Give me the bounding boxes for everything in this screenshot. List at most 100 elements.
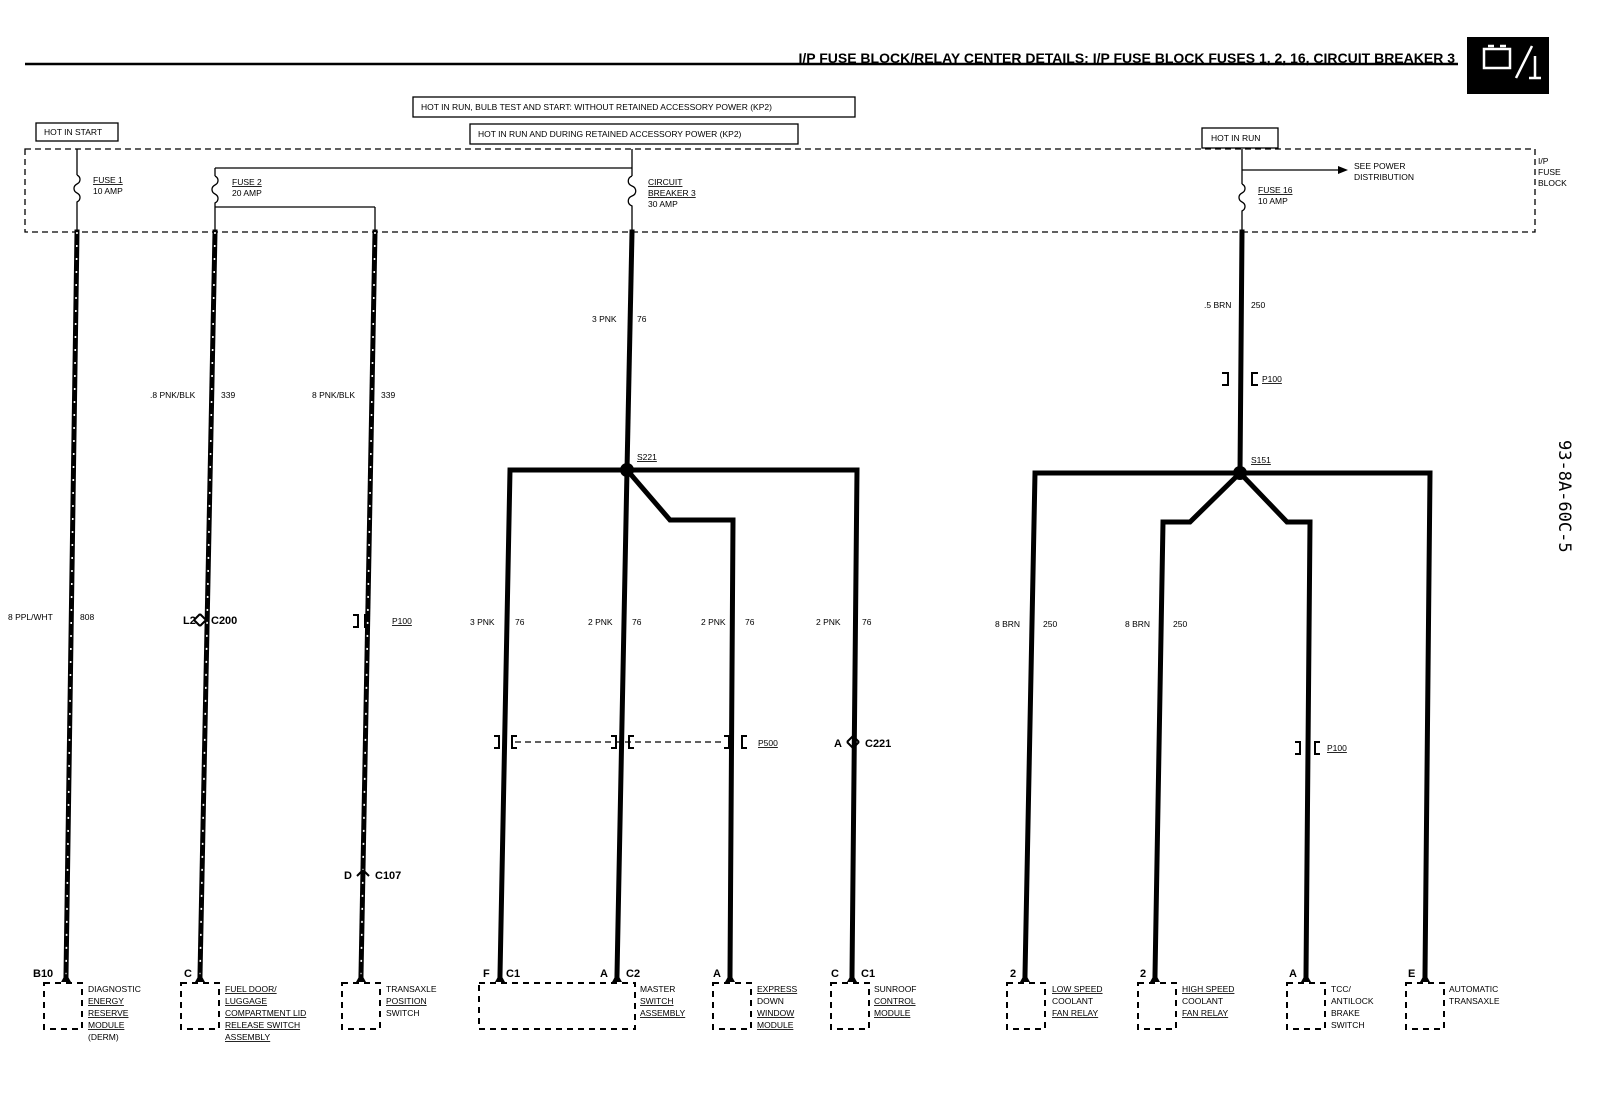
c107-pin: D <box>344 870 352 882</box>
high-fan-relay-line-3: FAN RELAY <box>1182 1008 1228 1018</box>
fuel-door-line-2: LUGGAGE <box>225 996 267 1006</box>
auto-transaxle-line-2: TRANSAXLE <box>1449 996 1500 1006</box>
fuel-door-line-1: FUEL DOOR/ <box>225 984 277 994</box>
low-fan-relay-pin: 2 <box>1010 968 1016 980</box>
wire-339b-size: 8 PNK/BLK <box>312 390 355 400</box>
wire-339a-circuit: 339 <box>221 390 235 400</box>
sunroof-module-pin: C <box>831 968 839 980</box>
wire-b3-circuit: 76 <box>745 617 755 627</box>
low-fan-relay-line-3: FAN RELAY <box>1052 1008 1098 1018</box>
side-code: 93-8A-60C-5 <box>1554 440 1574 553</box>
wire-250-main-size: .5 BRN <box>1204 300 1231 310</box>
battery-fuse-icon <box>1467 37 1549 94</box>
wire-b5-size: 8 BRN <box>995 619 1020 629</box>
wire-76-main-size: 3 PNK <box>592 314 617 324</box>
cb3-symbol <box>627 175 637 232</box>
fuel-door-pin: C <box>184 968 192 980</box>
sunroof-module-box <box>830 982 870 1030</box>
wire-76-main-circuit: 76 <box>637 314 647 324</box>
hot-run-bulb-box <box>412 96 856 118</box>
master-switch-conn-c1: C1 <box>506 968 520 980</box>
wire-b5-circuit: 250 <box>1043 619 1057 629</box>
fuse1-symbol <box>73 174 81 232</box>
fuse2-rating: 20 AMP <box>232 188 262 198</box>
wire-b6-circuit: 250 <box>1173 619 1187 629</box>
low-fan-relay-box <box>1006 982 1046 1030</box>
splice-s151-label: S151 <box>1251 455 1271 465</box>
c221-name: C221 <box>865 738 891 750</box>
cb3-rating: 30 AMP <box>648 199 678 209</box>
derm-line-4: MODULE <box>88 1020 125 1030</box>
sunroof-module-conn: C1 <box>861 968 875 980</box>
express-window-pin: A <box>713 968 721 980</box>
wire-250-main-circuit: 250 <box>1251 300 1265 310</box>
wire-76-main <box>624 229 635 473</box>
wire-b4-size: 2 PNK <box>816 617 841 627</box>
wire-250-main <box>1237 229 1245 476</box>
low-fan-relay-line-2: COOLANT <box>1052 996 1093 1006</box>
wire-b6-size: 8 BRN <box>1125 619 1150 629</box>
s151-branches <box>1022 469 1433 978</box>
master-switch-pin-f: F <box>483 968 490 980</box>
wire-808-circuit: 808 <box>80 612 94 622</box>
express-window-line-3: WINDOW <box>757 1008 794 1018</box>
wire-339b-circuit: 339 <box>381 390 395 400</box>
p100b-name: P100 <box>1262 374 1282 384</box>
c221-pin: A <box>834 738 842 750</box>
derm-line-5: (DERM) <box>88 1032 119 1042</box>
see-power-arrow <box>1338 166 1348 174</box>
master-switch-line-1: MASTER <box>640 984 675 994</box>
hot-run-bulb-label: HOT IN RUN, BULB TEST AND START: WITHOUT… <box>421 102 772 112</box>
hot-in-start-box <box>35 122 119 142</box>
auto-transaxle-box <box>1405 982 1445 1030</box>
transaxle-switch-line-3: SWITCH <box>386 1008 420 1018</box>
high-fan-relay-box <box>1137 982 1177 1030</box>
express-window-box <box>712 982 752 1030</box>
sunroof-module-line-3: MODULE <box>874 1008 911 1018</box>
page-title: I/P FUSE BLOCK/RELAY CENTER DETAILS: I/P… <box>798 50 1455 66</box>
fuel-door-line-4: RELEASE SWITCH <box>225 1020 300 1030</box>
fuse2-name: FUSE 2 <box>232 177 262 187</box>
derm-line-2: ENERGY <box>88 996 124 1006</box>
express-window-line-2: DOWN <box>757 996 784 1006</box>
hot-in-start-label: HOT IN START <box>44 127 102 137</box>
tcc-switch-line-3: BRAKE <box>1331 1008 1360 1018</box>
see-power-label-1: SEE POWER <box>1354 161 1405 171</box>
fuse16-name: FUSE 16 <box>1258 185 1293 195</box>
wire-b1-size: 3 PNK <box>470 617 495 627</box>
derm-box <box>43 982 83 1030</box>
wire-339-a <box>197 229 218 978</box>
splice-s151 <box>1233 466 1247 480</box>
master-switch-line-3: ASSEMBLY <box>640 1008 686 1018</box>
connector-c200 <box>193 613 207 627</box>
ip-fuse-block-label-3: BLOCK <box>1538 178 1567 188</box>
fuel-door-line-3: COMPARTMENT LID <box>225 1008 306 1018</box>
derm-line-3: RESERVE <box>88 1008 129 1018</box>
express-window-line-4: MODULE <box>757 1020 794 1030</box>
derm-pin: B10 <box>33 968 53 980</box>
cb3-name: CIRCUIT <box>648 177 682 187</box>
sunroof-module-line-1: SUNROOF <box>874 984 917 994</box>
auto-transaxle-pin: E <box>1408 968 1415 980</box>
p100c-name: P100 <box>1327 743 1347 753</box>
ip-fuse-block-label-1: I/P <box>1538 156 1549 166</box>
master-switch-conn-c2: C2 <box>626 968 640 980</box>
p100a-name: P100 <box>392 616 412 626</box>
high-fan-relay-line-2: COOLANT <box>1182 996 1223 1006</box>
derm-line-1: DIAGNOSTIC <box>88 984 141 994</box>
c200-name: C200 <box>211 615 237 627</box>
s221-branches <box>497 466 860 978</box>
fuse16-symbol <box>1238 183 1246 232</box>
see-power-label-2: DISTRIBUTION <box>1354 172 1414 182</box>
hot-run-rap-label: HOT IN RUN AND DURING RETAINED ACCESSORY… <box>478 129 742 139</box>
fuse16-rating: 10 AMP <box>1258 196 1288 206</box>
tcc-switch-line-1: TCC/ <box>1331 984 1351 994</box>
master-switch-line-2: SWITCH <box>640 996 674 1006</box>
connector-p100-c <box>1295 741 1320 755</box>
splice-s221 <box>620 463 634 477</box>
hot-in-run-box <box>1201 127 1279 149</box>
wire-b4-circuit: 76 <box>862 617 872 627</box>
connector-p100-b <box>1222 372 1258 386</box>
transaxle-switch-box <box>341 982 381 1030</box>
